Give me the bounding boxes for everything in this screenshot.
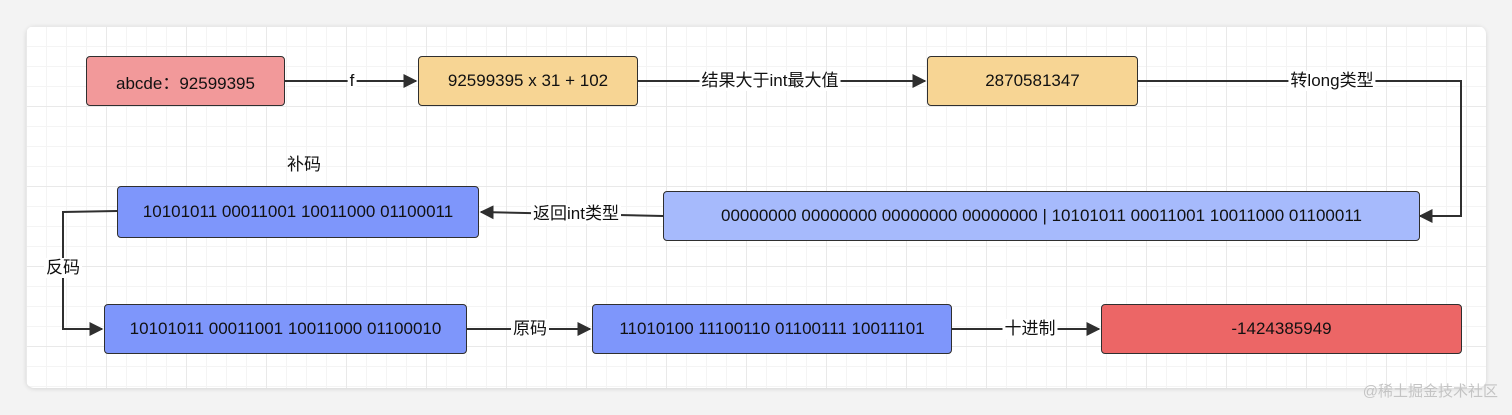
label-sign-magnitude: 原码	[511, 319, 549, 339]
label-return-int: 返回int类型	[531, 204, 621, 224]
long-bits-node: 00000000 00000000 00000000 00000000 | 10…	[663, 191, 1420, 241]
diagram-canvas: abcde：92599395 92599395 x 31 + 102 28705…	[26, 26, 1486, 388]
sign-magnitude-node: 11010100 11100110 01100111 10011101	[592, 304, 952, 354]
label-ones-complement: 反码	[44, 258, 82, 278]
result-node: 2870581347	[927, 56, 1138, 106]
label-exceeds-int-max: 结果大于int最大值	[699, 71, 841, 91]
input-node: abcde：92599395	[86, 56, 285, 106]
label-f: f	[347, 71, 357, 91]
decimal-node: -1424385949	[1101, 304, 1462, 354]
expression-node: 92599395 x 31 + 102	[418, 56, 638, 106]
label-to-long: 转long类型	[1288, 71, 1376, 91]
label-decimal: 十进制	[1002, 319, 1058, 339]
watermark: @稀土掘金技术社区	[1362, 383, 1498, 400]
label-complement-caption: 补码	[287, 155, 321, 174]
complement-node: 10101011 00011001 10011000 01100011	[117, 186, 479, 238]
ones-complement-node: 10101011 00011001 10011000 01100010	[104, 304, 467, 354]
